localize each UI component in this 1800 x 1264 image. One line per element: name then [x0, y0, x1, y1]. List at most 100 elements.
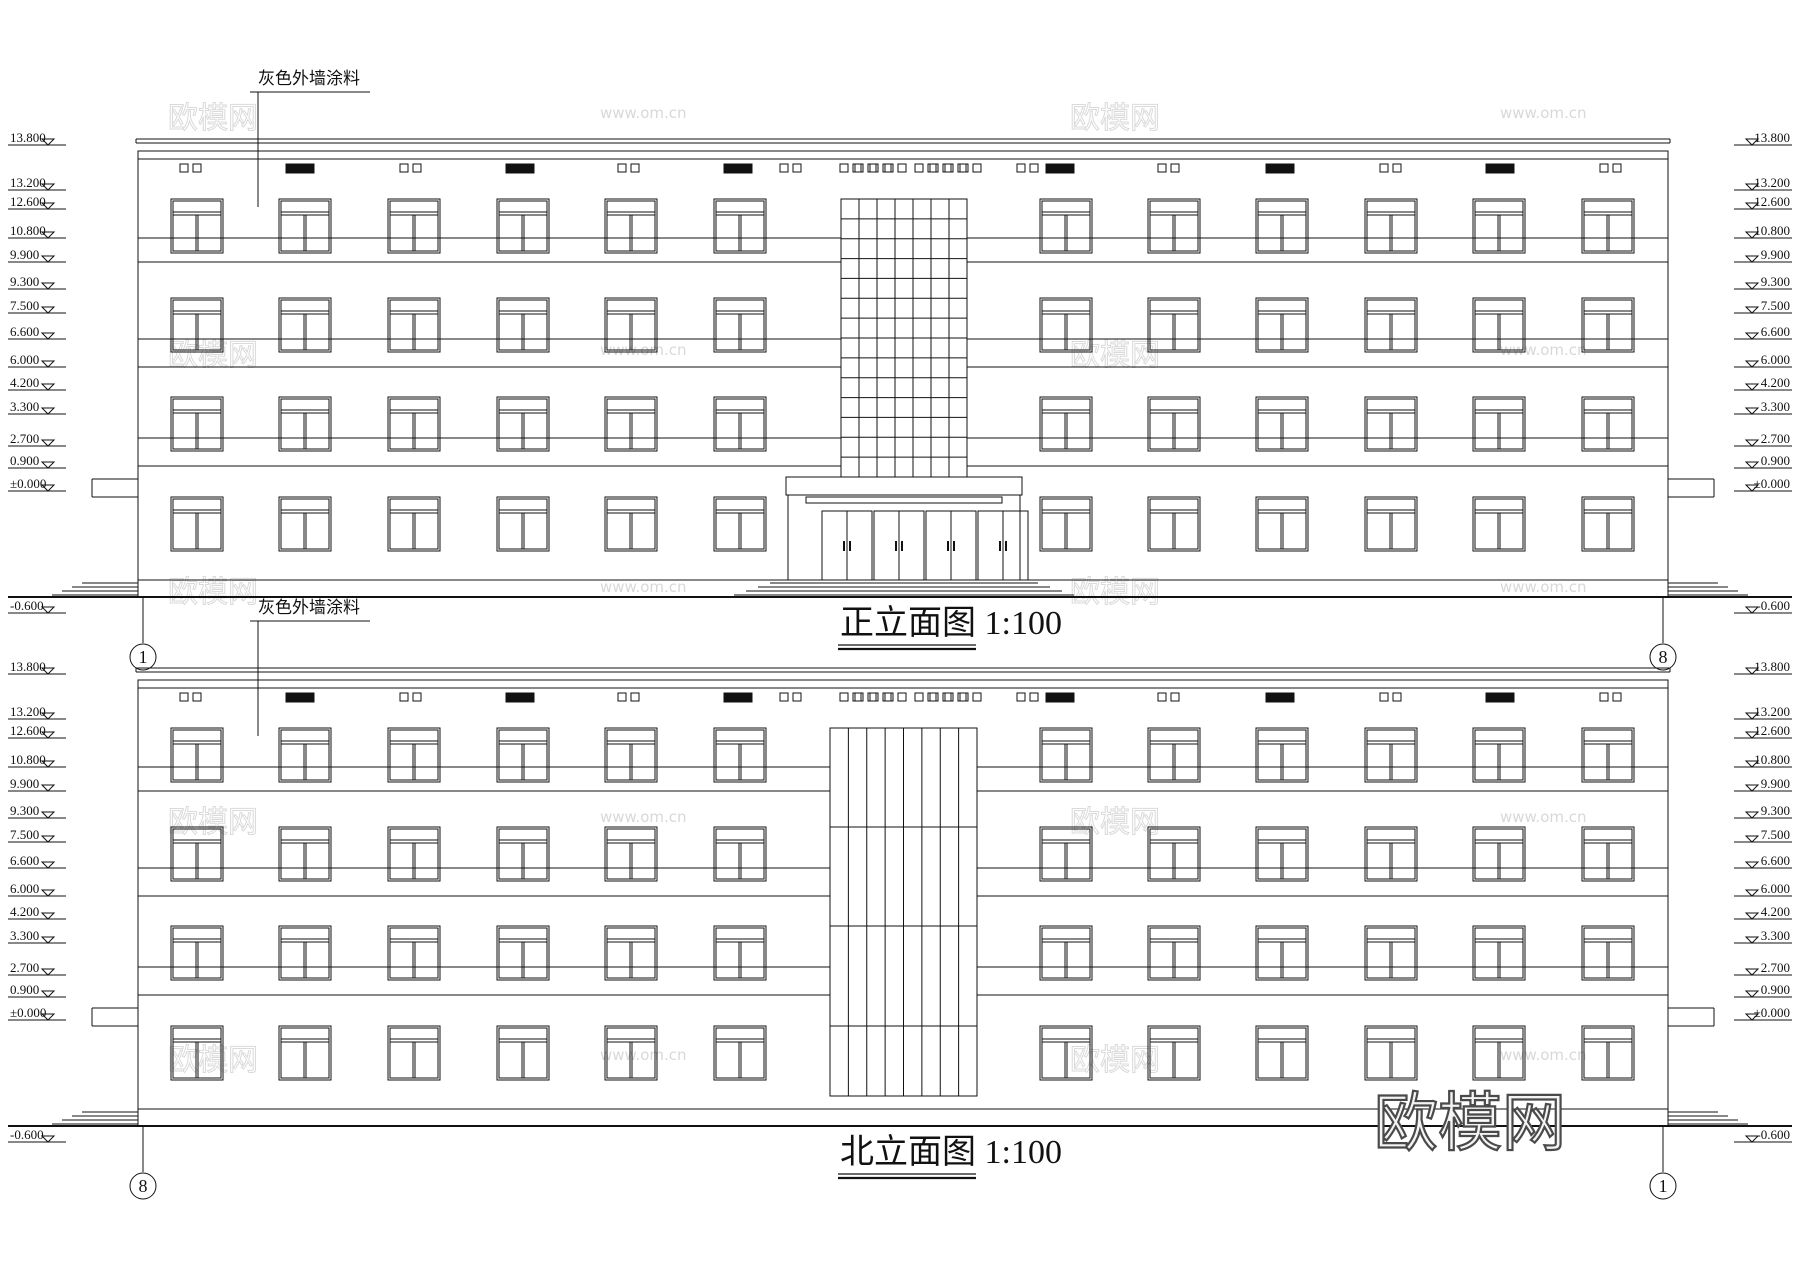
- level-marker: 7.500: [8, 298, 66, 314]
- window-inner-frame: [1149, 729, 1199, 781]
- window: [387, 396, 441, 452]
- brand-watermark-faint: 欧模网: [1070, 338, 1160, 373]
- window-frame: [1255, 826, 1309, 882]
- window-frame: [1255, 297, 1309, 353]
- window-frame: [387, 496, 441, 552]
- site-watermark: www.om.cn: [600, 578, 687, 596]
- level-symbol: [1744, 439, 1760, 447]
- window: [713, 496, 767, 552]
- axis-bubble: [129, 643, 157, 671]
- window: [278, 198, 332, 254]
- level-value: -0.600: [10, 598, 44, 613]
- level-value: 3.300: [1761, 928, 1790, 943]
- level-symbol: [1744, 202, 1760, 210]
- window-inner-frame: [1474, 828, 1524, 880]
- level-marker: 3.300: [8, 928, 66, 944]
- roof-vent: [929, 163, 939, 173]
- level-value: 0.900: [1761, 982, 1790, 997]
- roof-vent: [399, 163, 409, 173]
- level-symbol: [1744, 784, 1760, 792]
- curtain-wall: [840, 198, 968, 478]
- level-symbol: [40, 861, 56, 869]
- roof-vent-dark: [285, 163, 315, 174]
- level-symbol: [40, 912, 56, 920]
- level-marker: 2.700: [1734, 960, 1792, 976]
- roof-vent: [944, 163, 954, 173]
- roof-vent: [1029, 692, 1039, 702]
- level-marker: 9.900: [8, 247, 66, 263]
- brand-watermark-faint: 欧模网: [168, 338, 258, 373]
- window-frame: [1039, 396, 1093, 452]
- window-frame: [278, 925, 332, 981]
- window: [496, 727, 550, 783]
- level-symbol: [40, 968, 56, 976]
- window: [170, 727, 224, 783]
- level-marker: -0.600: [8, 1127, 66, 1143]
- level-symbol: [40, 484, 56, 492]
- window: [1255, 396, 1309, 452]
- level-symbol: [1744, 360, 1760, 368]
- window-frame: [496, 396, 550, 452]
- window-frame: [1039, 496, 1093, 552]
- window-inner-frame: [606, 498, 656, 550]
- roof-vent: [869, 163, 879, 173]
- roof-vent: [914, 163, 924, 173]
- level-value: 6.000: [1761, 352, 1790, 367]
- window-frame: [1039, 826, 1093, 882]
- window-frame: [1147, 496, 1201, 552]
- window-inner-frame: [172, 299, 222, 351]
- window: [496, 826, 550, 882]
- level-symbol: [40, 407, 56, 415]
- roof-vent: [1016, 692, 1026, 702]
- window: [278, 297, 332, 353]
- window-inner-frame: [1041, 498, 1091, 550]
- roof-vent-dark: [723, 163, 753, 174]
- level-value: 13.800: [10, 130, 46, 145]
- window-inner-frame: [389, 927, 439, 979]
- window-inner-frame: [280, 498, 330, 550]
- level-symbol: [1744, 889, 1760, 897]
- level-marker: 13.200: [1734, 704, 1792, 720]
- roof-vent: [882, 163, 892, 173]
- window-inner-frame: [715, 1027, 765, 1079]
- window-inner-frame: [389, 828, 439, 880]
- window-frame: [1255, 396, 1309, 452]
- window-frame: [1472, 396, 1526, 452]
- level-marker: 10.800: [1734, 752, 1792, 768]
- level-symbol: [40, 202, 56, 210]
- window: [604, 396, 658, 452]
- level-symbol: [1744, 461, 1760, 469]
- window-frame: [1039, 198, 1093, 254]
- level-marker: 12.600: [1734, 723, 1792, 739]
- roof-vent: [852, 692, 862, 702]
- roof-vent: [854, 692, 864, 702]
- level-symbol: [1744, 835, 1760, 843]
- window-inner-frame: [715, 828, 765, 880]
- window-frame: [170, 496, 224, 552]
- level-marker: ±0.000: [8, 1005, 66, 1021]
- level-marker: 0.900: [8, 982, 66, 998]
- site-watermark: www.om.cn: [1500, 1046, 1587, 1064]
- entrance-portal: [787, 494, 1021, 581]
- roof-vent: [192, 163, 202, 173]
- window: [1364, 826, 1418, 882]
- window-inner-frame: [715, 498, 765, 550]
- level-marker: 12.600: [8, 723, 66, 739]
- window-inner-frame: [172, 498, 222, 550]
- level-marker: 2.700: [1734, 431, 1792, 447]
- level-value: 13.200: [10, 704, 46, 719]
- window-inner-frame: [1474, 299, 1524, 351]
- roof-vent-dark: [1045, 692, 1075, 703]
- window: [1364, 198, 1418, 254]
- level-marker: 6.000: [8, 881, 66, 897]
- window: [1255, 925, 1309, 981]
- level-marker: 4.200: [8, 904, 66, 920]
- window-inner-frame: [606, 398, 656, 450]
- level-symbol: [40, 1013, 56, 1021]
- window: [604, 198, 658, 254]
- level-value: 9.300: [10, 274, 39, 289]
- window-inner-frame: [389, 498, 439, 550]
- axis-label: 8: [1659, 647, 1668, 667]
- roof-vent: [867, 692, 877, 702]
- window-inner-frame: [280, 729, 330, 781]
